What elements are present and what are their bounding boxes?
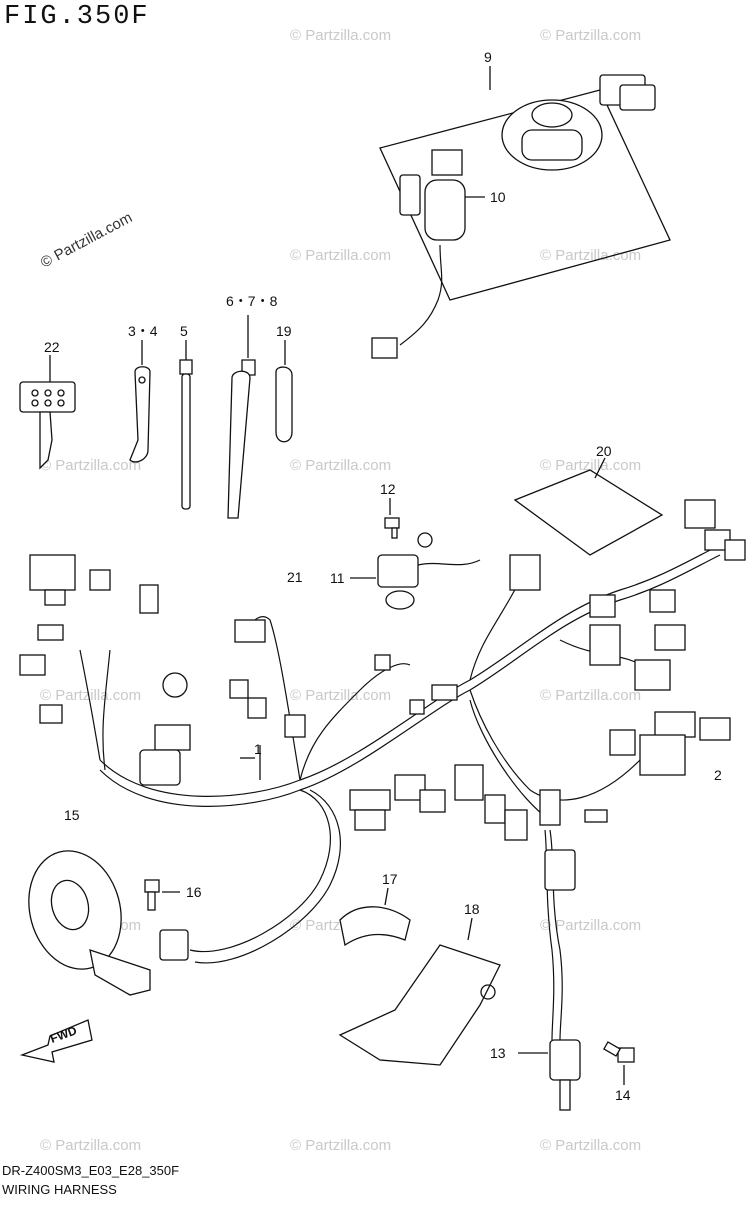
label-sheet	[513, 457, 664, 556]
watermark: © Partzilla.com	[540, 687, 641, 704]
ignition-switch-kit	[371, 66, 671, 359]
callout-17: 17	[382, 871, 398, 887]
watermark: © Partzilla.com	[290, 687, 391, 704]
clamp	[129, 340, 151, 463]
forward-arrow: FWD	[19, 1019, 93, 1063]
watermark: © Partzilla.com	[290, 1137, 391, 1154]
clamp-band	[227, 315, 256, 519]
watermark: © Partzilla.com	[540, 917, 641, 934]
callout-12: 12	[380, 481, 396, 497]
watermark: © Partzilla.com	[290, 247, 391, 264]
figure-title: FIG.350F	[4, 2, 150, 32]
callout-19: 19	[276, 323, 292, 339]
cable-tie	[179, 340, 193, 510]
watermark: © Partzilla.com	[540, 457, 641, 474]
callout-2: 2	[714, 767, 722, 783]
callout-16: 16	[186, 884, 202, 900]
callout-1: 1	[254, 741, 262, 757]
horn	[28, 850, 189, 996]
callout-13: 13	[490, 1045, 506, 1061]
callout-10: 10	[490, 189, 506, 205]
callout-14: 14	[615, 1087, 631, 1103]
callout-5: 5	[180, 323, 188, 339]
callout-9: 9	[484, 49, 492, 65]
watermark: © Partzilla.com	[290, 457, 391, 474]
callout-6-7-8: 6・7・8	[226, 293, 278, 309]
harness-connectors	[19, 499, 746, 891]
callout-3-4: 3・4	[128, 323, 158, 339]
callout-11: 11	[330, 570, 345, 586]
figure-name: WIRING HARNESS	[2, 1182, 117, 1197]
watermark: © Partzilla.com	[540, 27, 641, 44]
key-blank	[19, 355, 76, 470]
wire-cover	[339, 887, 411, 947]
brake-light-switch	[518, 1039, 635, 1111]
callout-20: 20	[596, 443, 612, 459]
watermark: © Partzilla.com	[540, 1137, 641, 1154]
figure-code: DR-Z400SM3_E03_E28_350F	[2, 1163, 180, 1178]
watermark: © Partzilla.com	[540, 247, 641, 264]
watermark: © Partzilla.com	[40, 687, 141, 704]
watermark: © Partzilla.com	[290, 27, 391, 44]
sidestand-switch	[350, 498, 481, 610]
callout-18: 18	[464, 901, 480, 917]
bracket	[338, 917, 501, 1066]
callout-labels: 9 10 22 3・4 5 6・7・8 19 20 12 11 21 1 2 1…	[44, 49, 722, 1103]
callout-21: 21	[287, 569, 303, 585]
callout-15: 15	[64, 807, 80, 823]
watermark: © Partzilla.com	[40, 457, 141, 474]
callout-22: 22	[44, 339, 60, 355]
clamp-small	[275, 340, 293, 443]
watermark: © Partzilla.com	[40, 1137, 141, 1154]
watermark-primary: © Partzilla.com	[38, 209, 135, 271]
